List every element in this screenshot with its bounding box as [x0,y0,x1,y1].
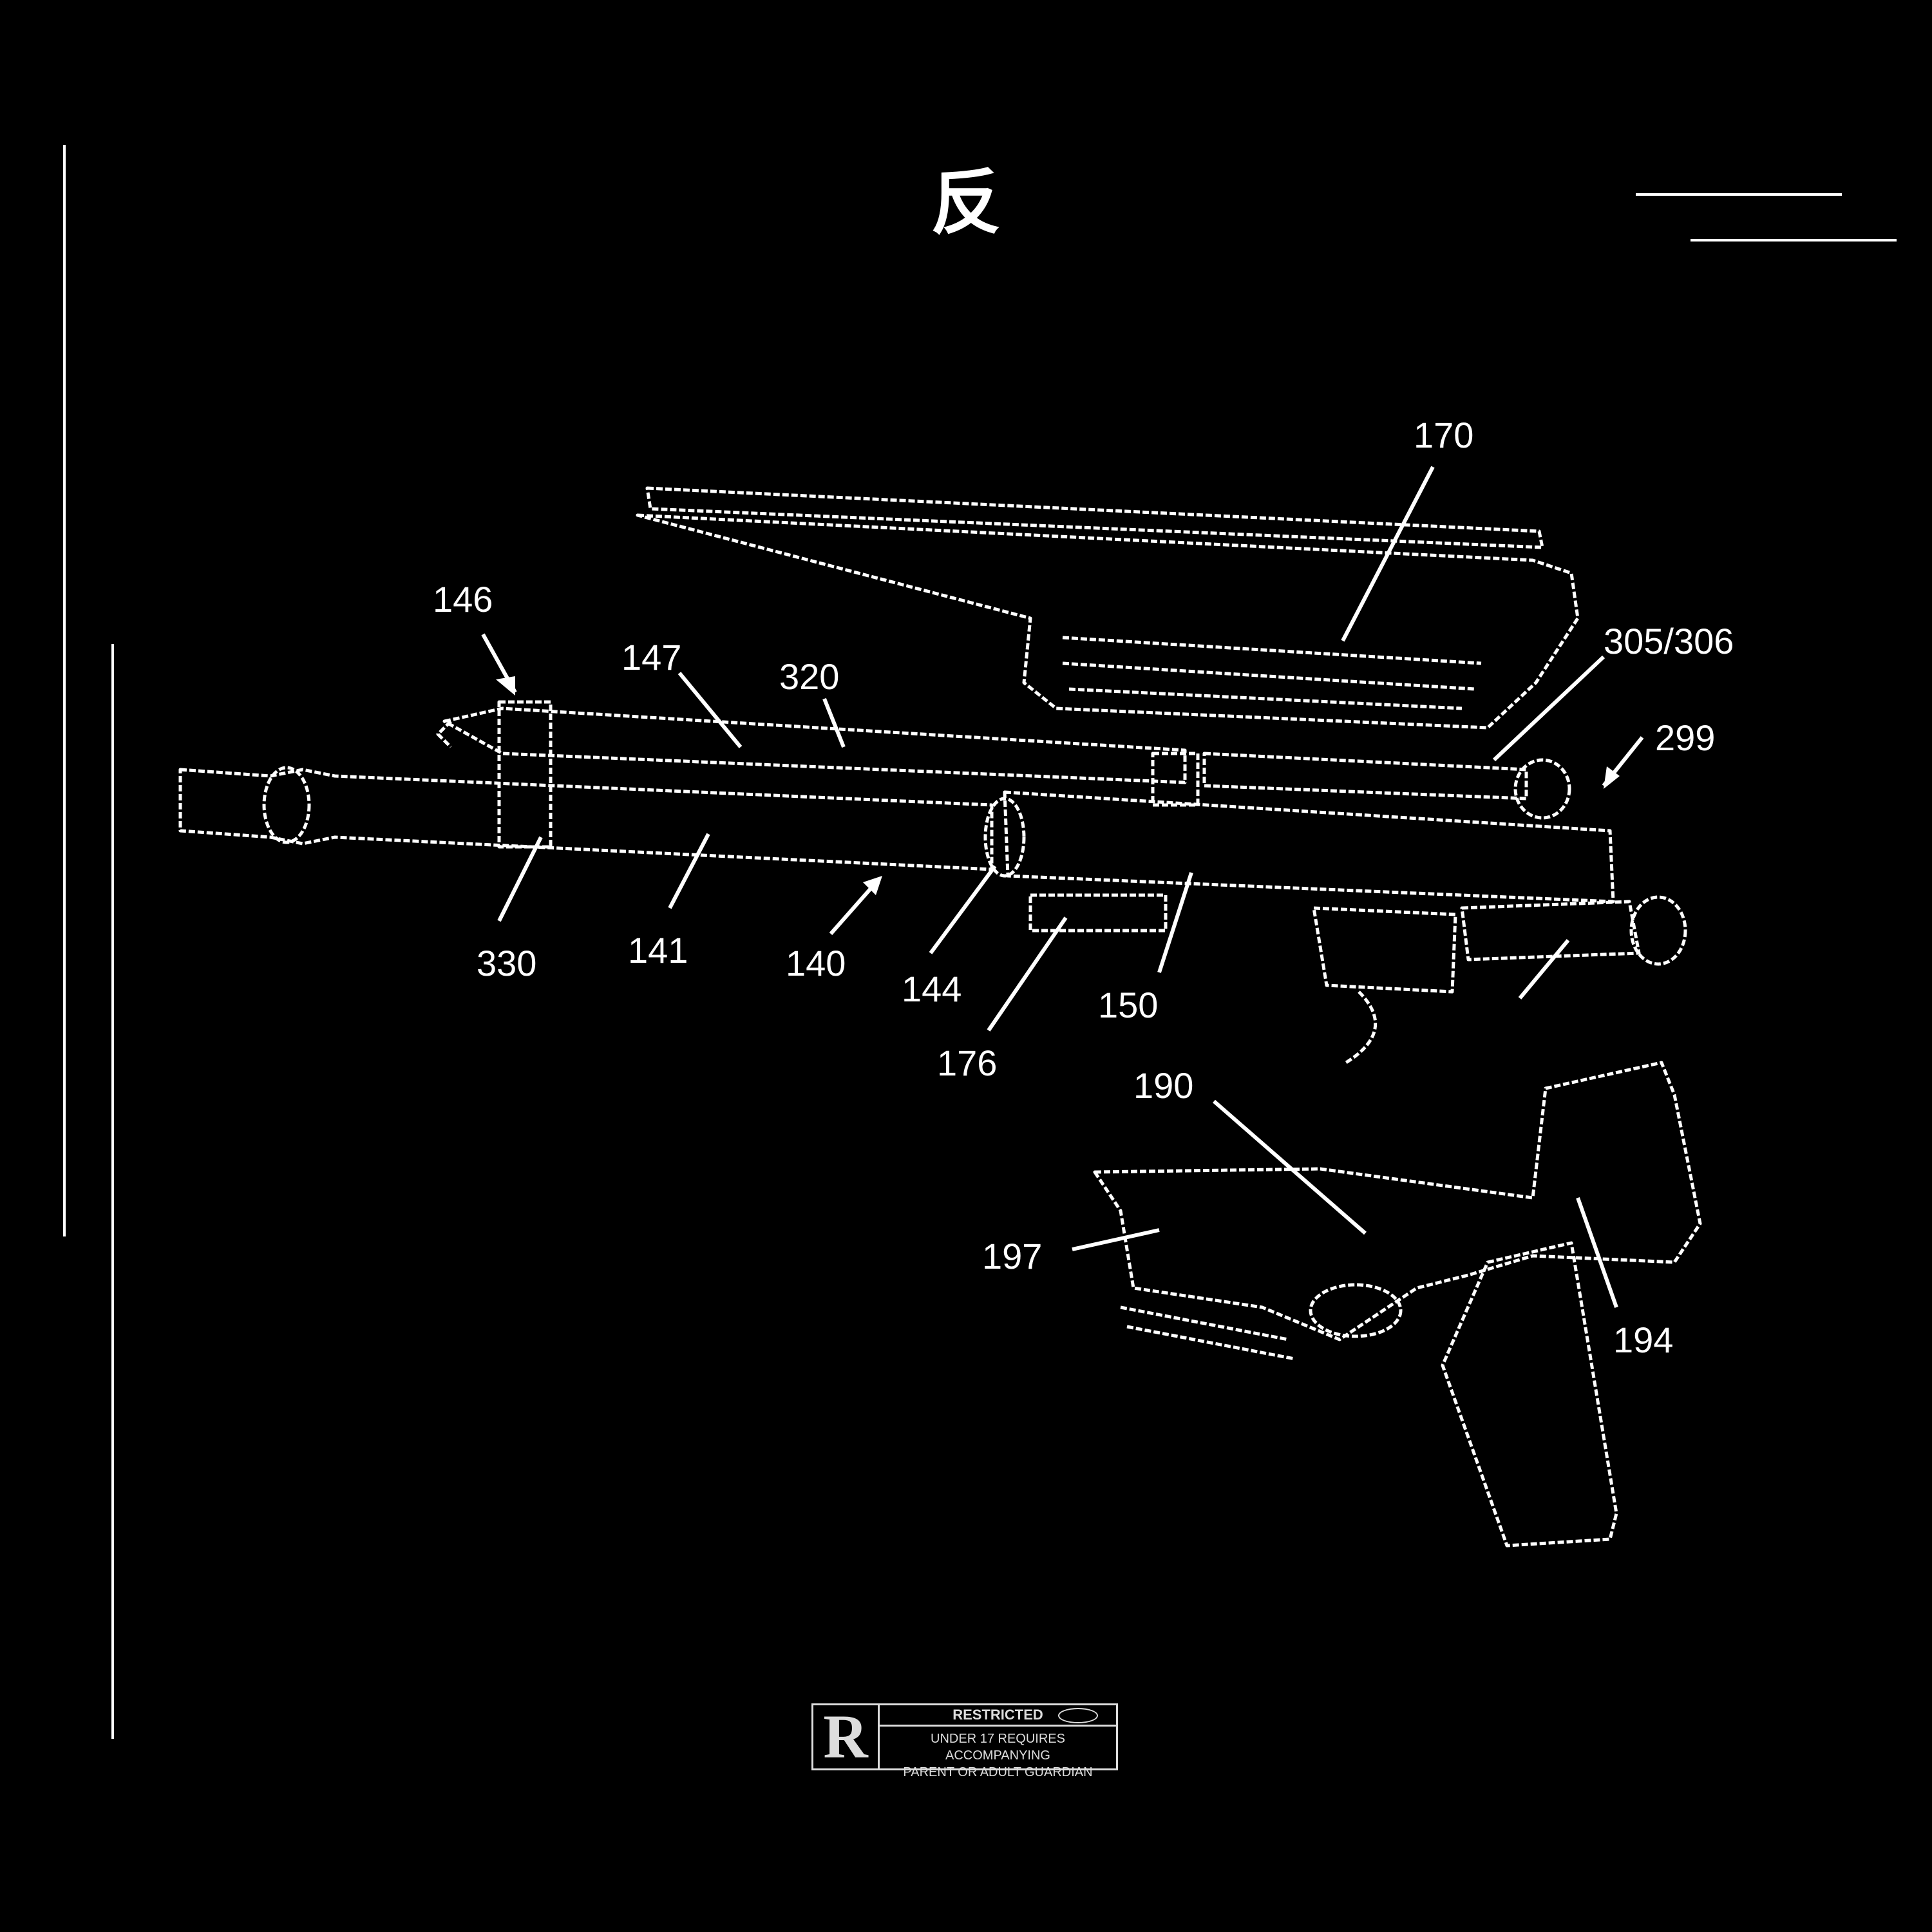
callout-146: 146 [433,579,493,620]
front-block-part [497,700,553,849]
pistol-grip-part [1441,1241,1618,1548]
rating-text-block: RESTRICTED UNDER 17 REQUIRES ACCOMPANYIN… [880,1705,1116,1779]
gas-tube-part [436,706,1187,784]
rating-description: UNDER 17 REQUIRES ACCOMPANYING PARENT OR… [880,1727,1116,1781]
callout-194: 194 [1613,1320,1673,1360]
rating-line-2: PARENT OR ADULT GUARDIAN [903,1765,1093,1779]
callout-labels: 170 146 147 320 305/306 299 330 141 140 … [433,415,1734,1360]
frame-lines [63,145,1897,1739]
callout-147: 147 [621,637,681,677]
callout-320: 320 [779,656,839,697]
callout-305-306: 305/306 [1604,621,1734,661]
callout-150: 150 [1098,985,1158,1025]
callout-170: 170 [1414,415,1473,455]
handguard-part [636,486,1580,730]
callout-299: 299 [1655,717,1715,758]
trigger-group-part [1312,906,1457,1065]
buffer-spring-part [1460,895,1687,966]
rating-badge: R RESTRICTED UNDER 17 REQUIRES ACCOMPANY… [811,1703,1118,1779]
lower-receiver-part [1093,1061,1702,1361]
globe-icon [1058,1708,1098,1723]
callout-197: 197 [982,1236,1042,1276]
kanji-glyph: 反 [931,161,1001,244]
barrel-part [178,766,1026,878]
rating-title: RESTRICTED [952,1707,1043,1723]
spring-tube-part [1202,752,1571,820]
callout-141: 141 [628,930,688,971]
callout-140: 140 [786,943,846,983]
callout-176: 176 [937,1043,997,1083]
callout-144: 144 [902,969,961,1009]
arrow-heads [496,676,1620,895]
leader-lines [481,466,1644,1308]
callout-190: 190 [1133,1065,1193,1106]
rating-header: RESTRICTED [880,1705,1116,1727]
callout-330: 330 [477,943,536,983]
rating-letter: R [813,1705,880,1768]
receiver-part [1003,752,1615,933]
rating-line-1: UNDER 17 REQUIRES ACCOMPANYING [931,1732,1065,1763]
